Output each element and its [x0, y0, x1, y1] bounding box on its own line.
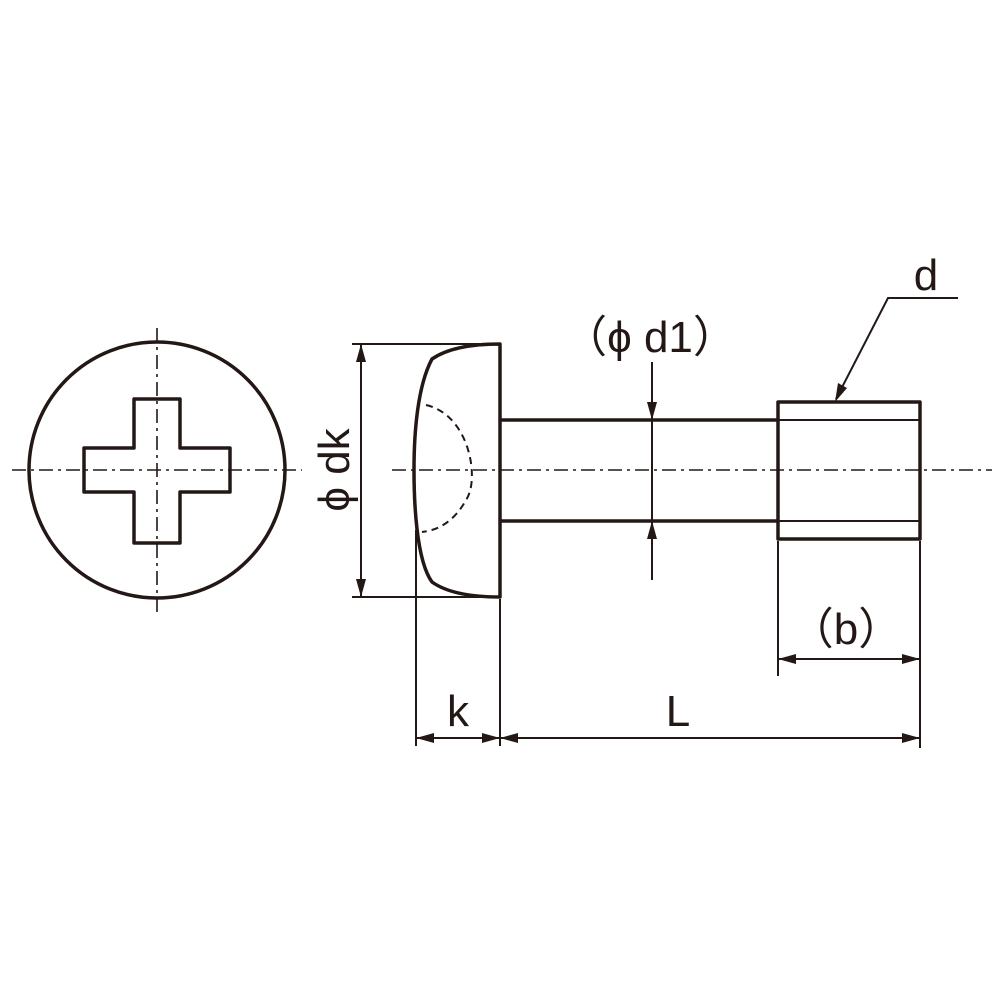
d1-arrow-top [647, 402, 657, 420]
dk-arrow-top [356, 344, 366, 362]
screw-side-view [392, 342, 992, 599]
dimension-d: d [835, 251, 958, 402]
b-arrow-right [902, 654, 920, 664]
dimension-L: L [500, 687, 920, 743]
d-arrow [835, 383, 847, 402]
dimension-b: （b） [777, 541, 921, 748]
L-label: L [666, 687, 690, 736]
dk-label: ϕ dk [310, 427, 359, 511]
k-arrow-right [482, 733, 500, 743]
dk-arrow-bottom [356, 579, 366, 597]
head-front-view [12, 328, 302, 612]
recess-hidden-line [421, 404, 473, 533]
b-arrow-left [778, 654, 796, 664]
d-label: d [914, 251, 938, 300]
d1-label: （ϕ d1） [563, 313, 737, 362]
dimension-d1: （ϕ d1） [563, 313, 737, 580]
L-arrow-left [500, 733, 518, 743]
d1-arrow-bottom [647, 521, 657, 539]
cross-recess [82, 397, 232, 545]
k-label: k [447, 687, 470, 736]
d-leader-line [835, 297, 958, 400]
k-arrow-left [416, 733, 434, 743]
L-arrow-right [902, 733, 920, 743]
dimension-k: k [415, 530, 501, 746]
b-label: （b） [790, 605, 902, 654]
dimension-dk: ϕ dk [310, 343, 498, 598]
